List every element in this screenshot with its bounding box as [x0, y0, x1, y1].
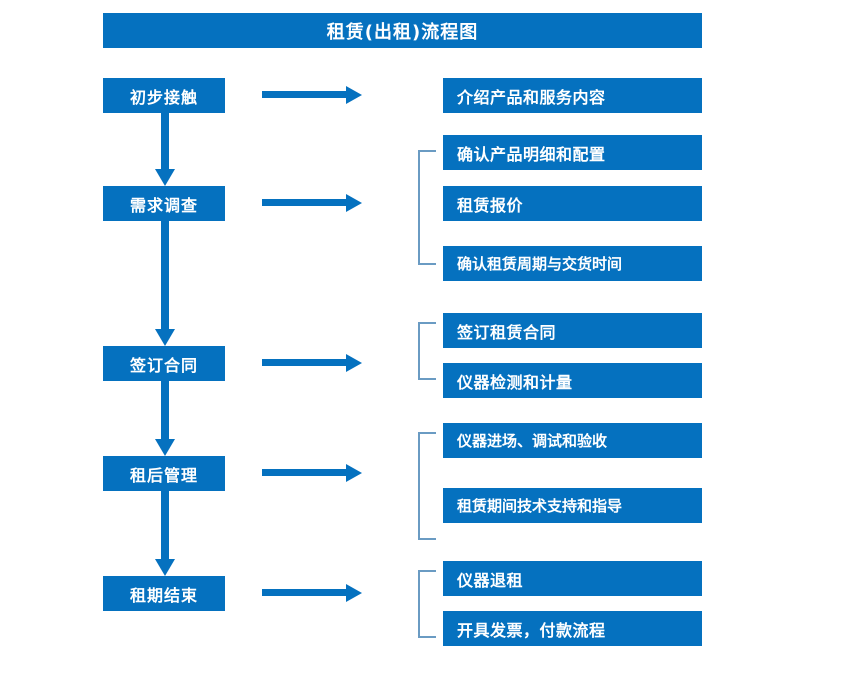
arrow-right-demand-survey [262, 194, 362, 212]
arrow-down-management-to-end [155, 491, 175, 576]
stage-box-sign-contract[interactable]: 签订合同 [103, 346, 225, 381]
arrow-right-initial-contact [262, 86, 362, 104]
detail-box-sign-rental-contract[interactable]: 签订租赁合同 [443, 313, 702, 348]
detail-box-instrument-inspection[interactable]: 仪器检测和计量 [443, 363, 702, 398]
bracket-sign-contract-group [418, 322, 436, 380]
detail-box-technical-support[interactable]: 租赁期间技术支持和指导 [443, 488, 702, 523]
detail-box-instrument-entry-commissioning[interactable]: 仪器进场、调试和验收 [443, 423, 702, 458]
detail-box-confirm-period-delivery[interactable]: 确认租赁周期与交货时间 [443, 246, 702, 281]
bracket-rental-end-group [418, 570, 436, 638]
arrow-right-post-rental-management [262, 464, 362, 482]
arrow-right-rental-end [262, 584, 362, 602]
detail-box-invoice-payment[interactable]: 开具发票，付款流程 [443, 611, 702, 646]
stage-box-initial-contact[interactable]: 初步接触 [103, 78, 225, 113]
detail-box-confirm-product-spec[interactable]: 确认产品明细和配置 [443, 135, 702, 170]
stage-box-rental-end[interactable]: 租期结束 [103, 576, 225, 611]
arrow-right-sign-contract [262, 354, 362, 372]
flowchart-title: 租赁(出租)流程图 [103, 13, 702, 48]
detail-box-rental-quotation[interactable]: 租赁报价 [443, 186, 702, 221]
detail-box-introduce-products[interactable]: 介绍产品和服务内容 [443, 78, 702, 113]
detail-box-instrument-return[interactable]: 仪器退租 [443, 561, 702, 596]
arrow-down-initial-to-demand [155, 113, 175, 186]
stage-box-post-rental-management[interactable]: 租后管理 [103, 456, 225, 491]
bracket-post-rental-group [418, 432, 436, 540]
arrow-down-contract-to-management [155, 381, 175, 456]
arrow-down-demand-to-contract [155, 221, 175, 346]
bracket-demand-survey-group [418, 150, 436, 265]
stage-box-demand-survey[interactable]: 需求调查 [103, 186, 225, 221]
